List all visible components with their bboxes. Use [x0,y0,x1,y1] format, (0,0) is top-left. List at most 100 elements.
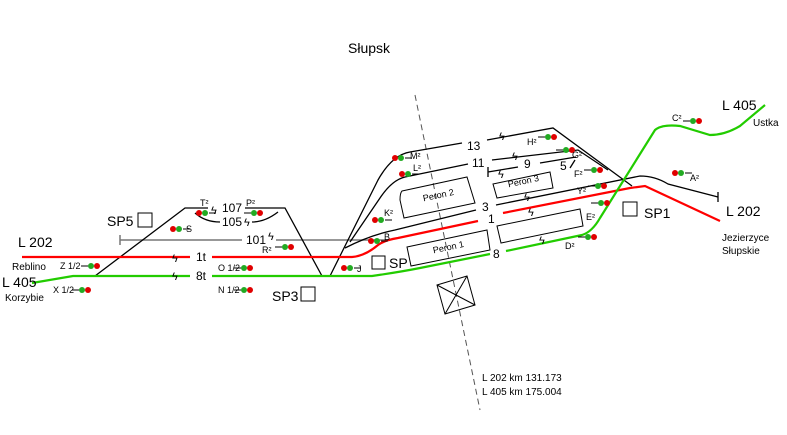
signal-lamp [405,171,411,177]
signal-label: C² [672,113,682,123]
signal-label: S [186,224,192,234]
signal-label: D² [565,241,575,251]
station-title: Słupsk [348,40,391,56]
track-label-8: 8 [493,247,500,261]
lightning-icon: ϟ [499,131,505,143]
track-8-l405-east [505,104,766,253]
signal-label: A² [690,173,699,183]
signal-lamp [170,226,176,232]
signal-lamp [563,147,569,153]
signal-lamp [88,263,94,269]
post-sp1: SP1 [644,205,671,221]
lightning-icon: ϟ [244,217,250,229]
signal-lamp [176,226,182,232]
signal-lamp [374,238,380,244]
signal-label: T² [200,198,209,208]
signal-s: S [170,224,192,234]
signal-lamp [595,183,601,189]
signal-lamp [690,118,696,124]
dest-ustka: Ustka [753,118,779,129]
lightning-icon: ϟ [172,271,178,283]
platform-1 [406,229,491,267]
signal-l2: L² [399,163,421,177]
line-label-l202-west: L 202 [18,234,53,250]
track-labels: 107 105 101 1t 8t 13 11 9 5 3 1 8 [196,139,567,283]
signal-lamp [398,155,404,161]
signal-lamp [241,265,247,271]
track-label-1: 1 [488,212,495,226]
signal-lamp [585,234,591,240]
signal-label: B [384,232,390,242]
signal-lamp [601,183,607,189]
track-label-9: 9 [524,157,531,171]
platform-3-label: Peron 3 [507,173,540,189]
track-8t-l405 [31,252,491,285]
signal-y2: Y² [577,183,607,196]
platform-east [496,208,584,244]
track-label-1t: 1t [196,250,207,264]
signal-lamp [591,167,597,173]
signal-lamp [196,210,202,216]
signal-label: X 1/2 [53,285,74,295]
signal-lamp [288,244,294,250]
signal-lamp [569,147,575,153]
lightning-icon: ϟ [539,235,545,247]
signal-n12: N 1/2 [218,285,253,295]
signal-lamp [341,265,347,271]
signal-lamp [678,170,684,176]
track-1t-l202 [22,219,479,259]
signal-lamp [79,287,85,293]
signal-lamp [399,171,405,177]
signal-lamp [202,210,208,216]
signal-lamp [597,167,603,173]
line-label-l202-east: L 202 [726,203,761,219]
track-label-5: 5 [560,159,567,173]
signal-label: R² [262,245,272,255]
km-l202: L 202 km 131.173 [482,373,562,384]
signal-lamp [347,265,353,271]
signal-lamp [251,210,257,216]
track-label-3: 3 [482,200,489,214]
signal-lamp [94,263,100,269]
station-axis-line [414,94,481,411]
signal-lamp [392,155,398,161]
signal-label: G² [572,150,582,160]
lightning-icon: ϟ [211,205,217,217]
signal-x12: X 1/2 [53,285,91,295]
post-sp: SP [389,255,408,271]
signal-g2: G² [556,147,582,160]
signal-lamp [591,234,597,240]
signal-label: E² [586,212,595,222]
signal-a2: A² [672,170,699,183]
signal-lamp [604,200,610,206]
platform-1-label: Peron 1 [432,239,465,255]
dest-korzybie: Korzybie [5,293,44,304]
signal-d2: D² [565,234,597,251]
dest-reblino: Reblino [12,262,46,273]
signal-f2: F² [574,167,603,179]
lightning-icon: ϟ [498,169,504,181]
signal-label: O 1/2 [218,263,240,273]
black-tracks [94,127,719,277]
station-building-icon [436,275,476,315]
signal-label: M² [410,151,421,161]
signal-o12: O 1/2 [218,263,253,273]
lightning-icon: ϟ [512,151,518,163]
track-label-13: 13 [467,139,481,153]
signal-lamp [282,244,288,250]
signal-label: K² [384,208,393,218]
signal-lamp [241,287,247,293]
signal-h2: H² [527,134,557,147]
signal-lamp [598,200,604,206]
track-label-8t: 8t [196,269,207,283]
signal-r2: R² [262,244,294,255]
platform-3 [492,171,554,199]
lightning-icon: ϟ [524,192,530,204]
dest-slupskie: Słupskie [722,246,760,257]
signal-label: F² [574,169,583,179]
platform-2-label: Peron 2 [422,187,455,203]
signal-label: P² [246,198,255,208]
signal-z12: Z 1/2 [60,261,100,271]
